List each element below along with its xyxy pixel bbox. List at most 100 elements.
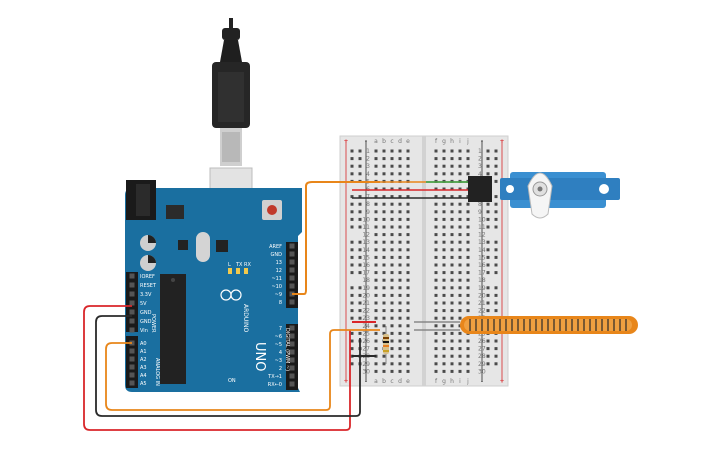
breadboard-hole[interactable] [434, 286, 438, 290]
breadboard-hole[interactable] [390, 210, 394, 214]
rail-hole[interactable] [350, 347, 354, 351]
breadboard-hole[interactable] [398, 316, 402, 320]
breadboard-hole[interactable] [458, 233, 462, 237]
breadboard-hole[interactable] [398, 293, 402, 297]
breadboard-hole[interactable] [466, 347, 470, 351]
breadboard-hole[interactable] [434, 202, 438, 206]
breadboard-hole[interactable] [374, 369, 378, 373]
breadboard-hole[interactable] [398, 263, 402, 267]
breadboard-hole[interactable] [442, 255, 446, 259]
breadboard-hole[interactable] [466, 255, 470, 259]
breadboard-hole[interactable] [406, 164, 410, 168]
breadboard-hole[interactable] [450, 271, 454, 275]
header-pin-hole[interactable] [129, 273, 135, 279]
breadboard-hole[interactable] [442, 149, 446, 153]
breadboard-hole[interactable] [442, 195, 446, 199]
breadboard-hole[interactable] [406, 255, 410, 259]
breadboard-hole[interactable] [442, 225, 446, 229]
rail-hole[interactable] [350, 217, 354, 221]
breadboard-hole[interactable] [374, 233, 378, 237]
breadboard-hole[interactable] [466, 225, 470, 229]
breadboard-hole[interactable] [434, 225, 438, 229]
breadboard-hole[interactable] [374, 202, 378, 206]
rail-hole[interactable] [494, 202, 498, 206]
breadboard-hole[interactable] [406, 149, 410, 153]
breadboard-hole[interactable] [458, 210, 462, 214]
breadboard-hole[interactable] [390, 164, 394, 168]
breadboard-hole[interactable] [406, 172, 410, 176]
header-pin-hole[interactable] [129, 318, 135, 324]
breadboard-hole[interactable] [434, 362, 438, 366]
breadboard-hole[interactable] [450, 255, 454, 259]
breadboard-hole[interactable] [458, 202, 462, 206]
rail-hole[interactable] [486, 217, 490, 221]
breadboard-hole[interactable] [406, 286, 410, 290]
rail-hole[interactable] [486, 301, 490, 305]
breadboard-hole[interactable] [390, 225, 394, 229]
header-pin-hole[interactable] [129, 291, 135, 297]
rail-hole[interactable] [350, 195, 354, 199]
breadboard-hole[interactable] [434, 354, 438, 358]
breadboard-hole[interactable] [382, 240, 386, 244]
breadboard-hole[interactable] [382, 195, 386, 199]
breadboard-hole[interactable] [466, 164, 470, 168]
breadboard-hole[interactable] [398, 354, 402, 358]
breadboard-hole[interactable] [450, 217, 454, 221]
breadboard-hole[interactable] [466, 202, 470, 206]
breadboard-hole[interactable] [434, 164, 438, 168]
rail-hole[interactable] [486, 240, 490, 244]
breadboard-hole[interactable] [442, 240, 446, 244]
breadboard-hole[interactable] [458, 316, 462, 320]
breadboard-hole[interactable] [442, 271, 446, 275]
rail-hole[interactable] [350, 225, 354, 229]
breadboard-hole[interactable] [434, 233, 438, 237]
rail-hole[interactable] [358, 301, 362, 305]
breadboard-hole[interactable] [450, 172, 454, 176]
breadboard-hole[interactable] [398, 164, 402, 168]
rail-hole[interactable] [486, 271, 490, 275]
breadboard-hole[interactable] [398, 248, 402, 252]
breadboard-hole[interactable] [390, 347, 394, 351]
breadboard-hole[interactable] [450, 233, 454, 237]
breadboard-hole[interactable] [450, 316, 454, 320]
rail-hole[interactable] [358, 263, 362, 267]
breadboard-hole[interactable] [450, 286, 454, 290]
breadboard-hole[interactable] [390, 217, 394, 221]
breadboard-hole[interactable] [398, 149, 402, 153]
breadboard-hole[interactable] [442, 293, 446, 297]
breadboard-hole[interactable] [442, 263, 446, 267]
rail-hole[interactable] [358, 217, 362, 221]
breadboard-hole[interactable] [434, 195, 438, 199]
breadboard-hole[interactable] [458, 278, 462, 282]
breadboard-hole[interactable] [450, 324, 454, 328]
rail-hole[interactable] [358, 271, 362, 275]
breadboard-hole[interactable] [466, 217, 470, 221]
breadboard-hole[interactable] [374, 362, 378, 366]
rail-hole[interactable] [486, 210, 490, 214]
breadboard-hole[interactable] [406, 195, 410, 199]
breadboard-hole[interactable] [434, 217, 438, 221]
breadboard-hole[interactable] [458, 286, 462, 290]
breadboard-hole[interactable] [374, 187, 378, 191]
breadboard-hole[interactable] [442, 309, 446, 313]
breadboard-hole[interactable] [450, 301, 454, 305]
breadboard-hole[interactable] [442, 339, 446, 343]
breadboard-hole[interactable] [450, 240, 454, 244]
rail-hole[interactable] [358, 316, 362, 320]
rail-hole[interactable] [494, 179, 498, 183]
breadboard-hole[interactable] [390, 233, 394, 237]
rail-hole[interactable] [486, 225, 490, 229]
resistor-icon[interactable] [383, 326, 389, 364]
rail-hole[interactable] [486, 286, 490, 290]
breadboard-hole[interactable] [458, 347, 462, 351]
breadboard-hole[interactable] [434, 172, 438, 176]
breadboard-hole[interactable] [442, 331, 446, 335]
header-pin-hole[interactable] [289, 365, 295, 371]
breadboard-hole[interactable] [466, 293, 470, 297]
wire-pin11-signal[interactable] [292, 181, 380, 295]
breadboard-hole[interactable] [406, 301, 410, 305]
breadboard-hole[interactable] [390, 369, 394, 373]
wire-a0-sensor[interactable] [105, 329, 380, 411]
rail-hole[interactable] [350, 293, 354, 297]
rail-hole[interactable] [358, 149, 362, 153]
